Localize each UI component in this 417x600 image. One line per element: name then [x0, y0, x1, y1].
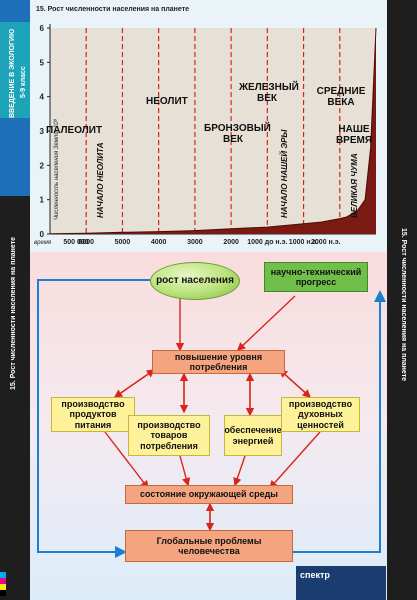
- left-teal-band: [0, 22, 30, 118]
- left-side-title: 15. Рост численности населения на планет…: [10, 236, 17, 390]
- left-header-text: ВВЕДЕНИЕ В ЭКОЛОГИЮ: [9, 28, 16, 118]
- era-neolit: НЕОЛИТ: [146, 96, 188, 107]
- consumption-node: повышение уровня потребления: [152, 350, 285, 374]
- spiritual-values-node: производство духовных ценностей: [281, 397, 360, 432]
- x-tick-label: 5000: [115, 239, 131, 246]
- x-axis-prefix: время: [34, 240, 52, 246]
- y-tick-label: 5: [40, 58, 45, 67]
- diagram-arrows: [37, 279, 386, 558]
- x-tick-label: 2000 н.э.: [311, 239, 341, 246]
- era-bronze: БРОНЗОВЫЙ ВЕК: [204, 123, 271, 145]
- x-tick-label: 2000: [223, 239, 239, 246]
- era-iron: ЖЕЛЕЗНЫЙ ВЕК: [239, 82, 299, 104]
- global-problems-node: Глобальные проблемы человечества: [125, 530, 293, 562]
- era-modern: НАШЕ ВРЕМЯ: [335, 124, 373, 146]
- x-tick-label: 500 000: [63, 239, 88, 246]
- y-tick-label: 0: [40, 230, 45, 239]
- chart-plot-area: [50, 28, 376, 234]
- x-tick-label: 6000: [78, 239, 94, 246]
- food-production-node: производство продуктов питания: [51, 397, 135, 432]
- energy-node: обеспечение энергией: [224, 415, 282, 456]
- y-tick-label: 6: [40, 24, 45, 33]
- color-swatch-cyan: [0, 572, 6, 578]
- population-growth-node: рост населения: [150, 262, 240, 300]
- y-tick-label: 3: [40, 127, 45, 136]
- color-swatch-yellow: [0, 584, 6, 590]
- x-tick-label: 3000: [187, 239, 203, 246]
- right-side-title: 15. Рост численности населения на планет…: [400, 228, 407, 382]
- publisher-logo: спектр: [296, 566, 386, 600]
- label-era-start: НАЧАЛО НАШЕЙ ЭРЫ: [280, 129, 289, 218]
- x-tick-label: 4000: [151, 239, 167, 246]
- color-swatch-magenta: [0, 578, 6, 584]
- label-neolit-start: НАЧАЛО НЕОЛИТА: [96, 142, 105, 218]
- color-swatch-black: [0, 590, 6, 596]
- era-middle-ages: СРЕДНИЕ ВЕКА: [316, 86, 366, 108]
- goods-production-node: производство товаров потребления: [128, 415, 210, 456]
- y-axis-label: Численность населения Земли, 10⁹: [53, 118, 60, 220]
- right-side-strip: 15. Рост численности населения на планет…: [387, 0, 417, 600]
- label-plague: ВЕЛИКАЯ ЧУМА: [350, 153, 359, 218]
- y-tick-label: 2: [40, 161, 45, 170]
- consequences-diagram: рост населения научно-технический прогре…: [30, 252, 387, 600]
- population-line: [49, 27, 377, 235]
- environment-node: состояние окружающей среды: [125, 485, 293, 504]
- brand-name: спектр: [300, 570, 330, 580]
- left-side-strip: ВВЕДЕНИЕ В ЭКОЛОГИЮ 5-9 класс 15. Рост ч…: [0, 0, 30, 600]
- y-tick-label: 4: [40, 93, 45, 102]
- x-tick-label: 1000 н.э.: [289, 239, 319, 246]
- x-tick-label: 1000 до н.э.: [247, 239, 287, 246]
- era-paleolit: ПАЛЕОЛИТ: [46, 125, 103, 136]
- tech-progress-node: научно-технический прогресс: [264, 262, 368, 292]
- y-tick-label: 1: [40, 196, 45, 205]
- left-sub-text: 5-9 класс: [20, 66, 27, 98]
- page-title: 15. Рост численности населения на планет…: [36, 6, 190, 13]
